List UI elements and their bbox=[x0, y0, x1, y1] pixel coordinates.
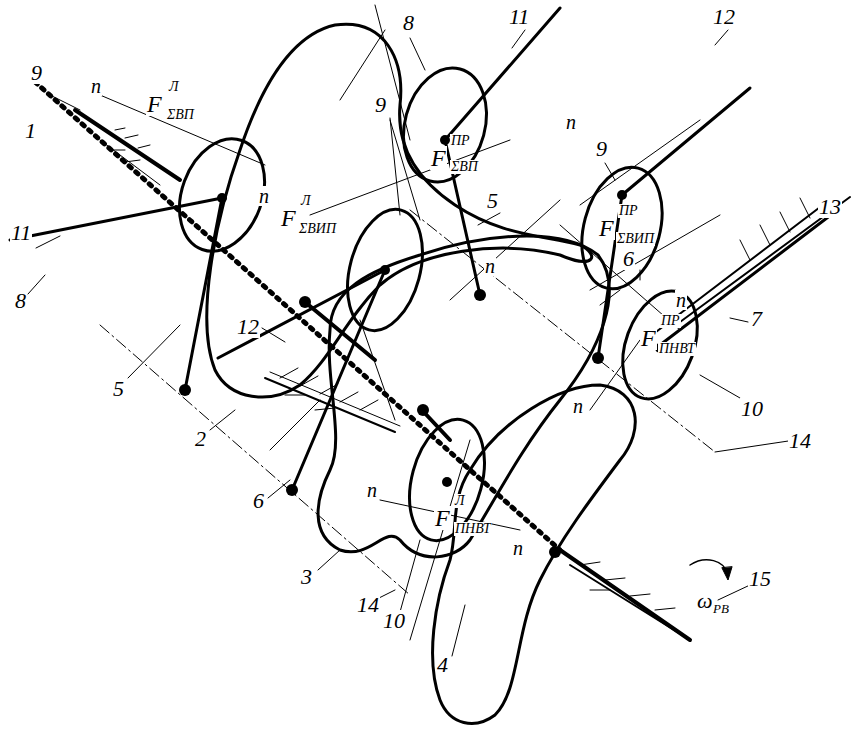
callout-number: 5 bbox=[486, 190, 499, 212]
callout-number: 4 bbox=[436, 654, 449, 676]
force-symbol: F bbox=[434, 506, 451, 530]
force-subscript: ПНВТ bbox=[454, 522, 492, 536]
callout-number: 7 bbox=[750, 308, 763, 330]
callout-number: 11 bbox=[508, 6, 530, 28]
callout-number: 10 bbox=[740, 398, 764, 420]
callout-number: 5 bbox=[112, 378, 125, 400]
force-subscript: ΣВИП bbox=[616, 232, 655, 246]
force-symbol: F bbox=[146, 92, 163, 116]
callout-number: 11 bbox=[10, 222, 32, 244]
force-symbol: F bbox=[280, 206, 297, 230]
force-superscript: Л bbox=[168, 80, 179, 94]
callout-number: 12 bbox=[236, 316, 260, 338]
callout-number: 1 bbox=[24, 120, 37, 142]
force-subscript: ПНВТ bbox=[658, 342, 696, 356]
normal-symbol: n bbox=[565, 112, 577, 132]
callout-number: 15 bbox=[748, 568, 772, 590]
normal-symbol: n bbox=[675, 290, 687, 310]
force-superscript: ПР bbox=[618, 204, 639, 218]
normal-symbol: n bbox=[366, 480, 378, 500]
normal-symbol: n bbox=[90, 76, 102, 96]
callout-number: 9 bbox=[374, 94, 387, 116]
callout-number: 6 bbox=[622, 248, 635, 270]
callout-number: 12 bbox=[712, 6, 736, 28]
callout-number: 13 bbox=[818, 196, 842, 218]
callout-number: 9 bbox=[595, 138, 608, 160]
callout-number: 3 bbox=[300, 566, 313, 588]
force-superscript: ПР bbox=[450, 134, 471, 148]
angular-velocity-symbol: ω bbox=[696, 590, 714, 612]
force-subscript: ΣВП bbox=[450, 160, 479, 174]
callout-number: 10 bbox=[382, 610, 406, 632]
callout-number: 2 bbox=[194, 428, 207, 450]
callout-number: 14 bbox=[788, 430, 812, 452]
angular-velocity-subscript: РВ bbox=[712, 602, 730, 615]
normal-symbol: n bbox=[512, 538, 524, 558]
force-subscript: ΣВИП bbox=[298, 222, 337, 236]
force-symbol: F bbox=[640, 326, 657, 350]
force-subscript: ΣВП bbox=[166, 108, 195, 122]
normal-symbol: n bbox=[572, 396, 584, 416]
callout-number: 9 bbox=[30, 62, 43, 84]
normal-symbol: n bbox=[258, 186, 270, 206]
callout-number: 8 bbox=[14, 290, 27, 312]
callout-number: 6 bbox=[252, 490, 265, 512]
callout-number: 8 bbox=[402, 12, 415, 34]
callout-number: 14 bbox=[356, 594, 380, 616]
force-symbol: F bbox=[430, 146, 447, 170]
normal-symbol: n bbox=[484, 256, 496, 276]
force-symbol: F bbox=[598, 216, 615, 240]
force-superscript: ПР bbox=[660, 314, 681, 328]
force-superscript: Л bbox=[300, 194, 311, 208]
force-superscript: Л bbox=[454, 494, 465, 508]
